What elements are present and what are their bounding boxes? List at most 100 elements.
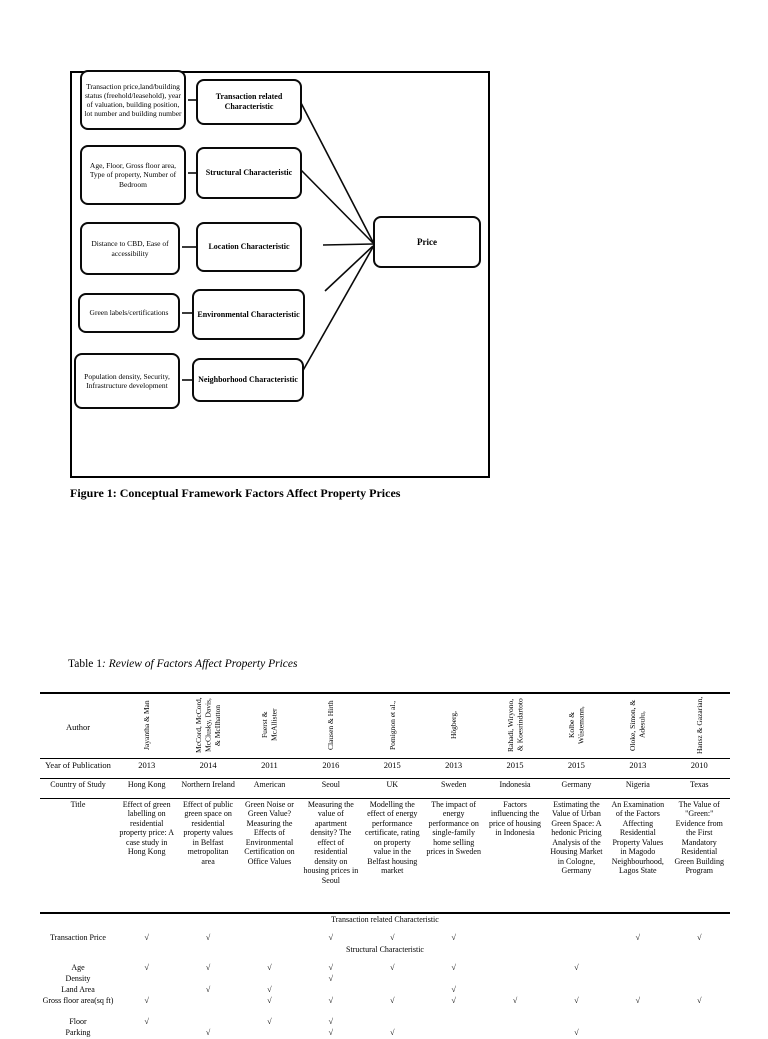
check-cell — [177, 974, 238, 985]
check-cell: √ — [574, 963, 579, 972]
check-cell — [546, 1017, 607, 1028]
check-cell: √ — [451, 933, 456, 942]
detail-box-location: Distance to CBD, Ease of accessibility — [80, 222, 180, 275]
country-cell: Indonesia — [484, 778, 546, 799]
author-name: Oloke, Simon, & Adesulu, — [628, 699, 647, 751]
check-cell — [177, 996, 238, 1017]
check-cell — [546, 933, 607, 944]
table-row-titles: Title Effect of green labelling on resid… — [40, 798, 730, 914]
check-cell: √ — [697, 933, 702, 942]
check-cell: √ — [390, 933, 395, 942]
year-cell: 2015 — [361, 758, 423, 779]
check-cell — [484, 933, 545, 944]
check-cell: √ — [267, 985, 272, 994]
characteristic-box-environmental: Environmental Characteristic — [192, 289, 305, 340]
section-transaction-related: Transaction related Characteristic — [40, 913, 730, 933]
year-cell: 2010 — [668, 758, 730, 779]
country-cell: UK — [361, 778, 423, 799]
check-cell — [239, 933, 300, 944]
factor-label: Age — [71, 963, 85, 972]
factor-label: Land Area — [61, 985, 95, 994]
author-name: Jayantha & Man — [142, 700, 151, 750]
table-title: Table 1: Review of Factors Affect Proper… — [68, 658, 297, 670]
factor-row-age: Age √ √ √ √ √ √ √ — [40, 963, 730, 974]
author-name: Kolbe & Wüstemann, — [567, 705, 586, 744]
factor-label: Floor — [69, 1017, 87, 1026]
characteristic-box-transaction: Transaction related Characteristic — [196, 79, 302, 125]
check-cell — [239, 1028, 300, 1039]
author-name: Högberg, — [448, 710, 458, 739]
table-row-country: Country of Study Hong Kong Northern Irel… — [40, 778, 730, 799]
title-cell: The Value of "Green:" Evidence from the … — [668, 798, 730, 914]
factor-label: Density — [65, 974, 91, 983]
check-cell — [669, 963, 730, 974]
characteristic-box-structural: Structural Characteristic — [196, 147, 302, 199]
factor-row-parking: Parking √ √ √ √ — [40, 1028, 730, 1039]
check-cell — [484, 985, 545, 996]
check-cell: √ — [574, 1028, 579, 1037]
check-cell: √ — [512, 996, 518, 1005]
check-cell — [423, 1017, 484, 1028]
check-cell — [239, 974, 300, 985]
author-name: Fuerst & McAllister — [260, 708, 279, 742]
author-name: McCord, McCord, McClusky, Davis, & McIlh… — [194, 696, 222, 753]
check-cell: √ — [328, 933, 334, 942]
check-cell: √ — [205, 1028, 211, 1037]
check-cell — [669, 974, 730, 985]
figure-caption: Figure 1: Conceptual Framework Factors A… — [70, 486, 401, 500]
check-cell: √ — [328, 974, 334, 983]
check-cell: √ — [144, 963, 149, 972]
factor-row-transaction-price: Transaction Price √ √ √ √ √ √ √ — [40, 933, 730, 944]
check-cell — [484, 1017, 545, 1028]
factor-label: Parking — [65, 1028, 91, 1037]
check-cell — [362, 985, 423, 996]
table-row-year: Year of Publication 2013 2014 2011 2016 … — [40, 758, 730, 779]
check-cell: √ — [390, 996, 395, 1005]
check-cell: √ — [451, 996, 456, 1005]
factor-row-gross-floor: Gross floor area(sq ft) √ √ √ √ √ √ √ √ … — [40, 996, 730, 1017]
factor-row-land-area: Land Area √ √ √ — [40, 985, 730, 996]
check-cell: √ — [451, 963, 456, 972]
section-header: Structural Characteristic — [346, 945, 424, 954]
check-cell — [116, 1028, 177, 1039]
factor-label: Transaction Price — [50, 933, 106, 942]
check-cell — [546, 974, 607, 985]
factor-label: Gross floor area(sq ft) — [42, 996, 114, 1005]
check-cell — [607, 985, 668, 996]
check-cell: √ — [574, 996, 579, 1005]
check-cell: √ — [144, 933, 149, 942]
check-cell: √ — [267, 1017, 272, 1026]
check-cell — [116, 985, 177, 996]
detail-box-environmental: Green labels/certifications — [78, 293, 180, 333]
check-cell: √ — [205, 933, 211, 942]
country-cell: Northern Ireland — [177, 778, 239, 799]
check-cell: √ — [144, 1017, 149, 1026]
check-cell — [669, 1017, 730, 1028]
author-name: Hansz & Gazarian, — [694, 696, 704, 754]
check-cell: √ — [328, 1017, 334, 1026]
check-cell — [484, 1028, 545, 1039]
check-cell — [607, 974, 668, 985]
check-cell — [546, 985, 607, 996]
country-cell: Texas — [668, 778, 730, 799]
check-cell — [484, 963, 545, 974]
section-header: Transaction related Characteristic — [331, 915, 439, 924]
table-row-authors: Author Jayantha & Man McCord, McCord, Mc… — [40, 692, 730, 759]
title-cell: Effect of public green space on resident… — [177, 798, 239, 914]
title-cell: Green Noise or Green Value? Measuring th… — [238, 798, 301, 914]
check-cell — [484, 974, 545, 985]
factor-row-floor: Floor √ √ √ — [40, 1017, 730, 1028]
check-cell — [669, 1028, 730, 1039]
row-label-title: Title — [40, 798, 116, 914]
detail-box-structural: Age, Floor, Gross floor area, Type of pr… — [80, 145, 186, 205]
check-cell: √ — [451, 985, 456, 994]
title-cell: Modelling the effect of energy performan… — [361, 798, 423, 914]
detail-box-neighborhood: Population density, Security, Infrastruc… — [74, 353, 180, 409]
check-cell — [423, 974, 484, 985]
check-cell: √ — [328, 963, 334, 972]
review-table: Author Jayantha & Man McCord, McCord, Mc… — [40, 692, 730, 1039]
check-cell — [423, 1028, 484, 1039]
check-cell: √ — [635, 933, 641, 942]
check-cell — [362, 1017, 423, 1028]
